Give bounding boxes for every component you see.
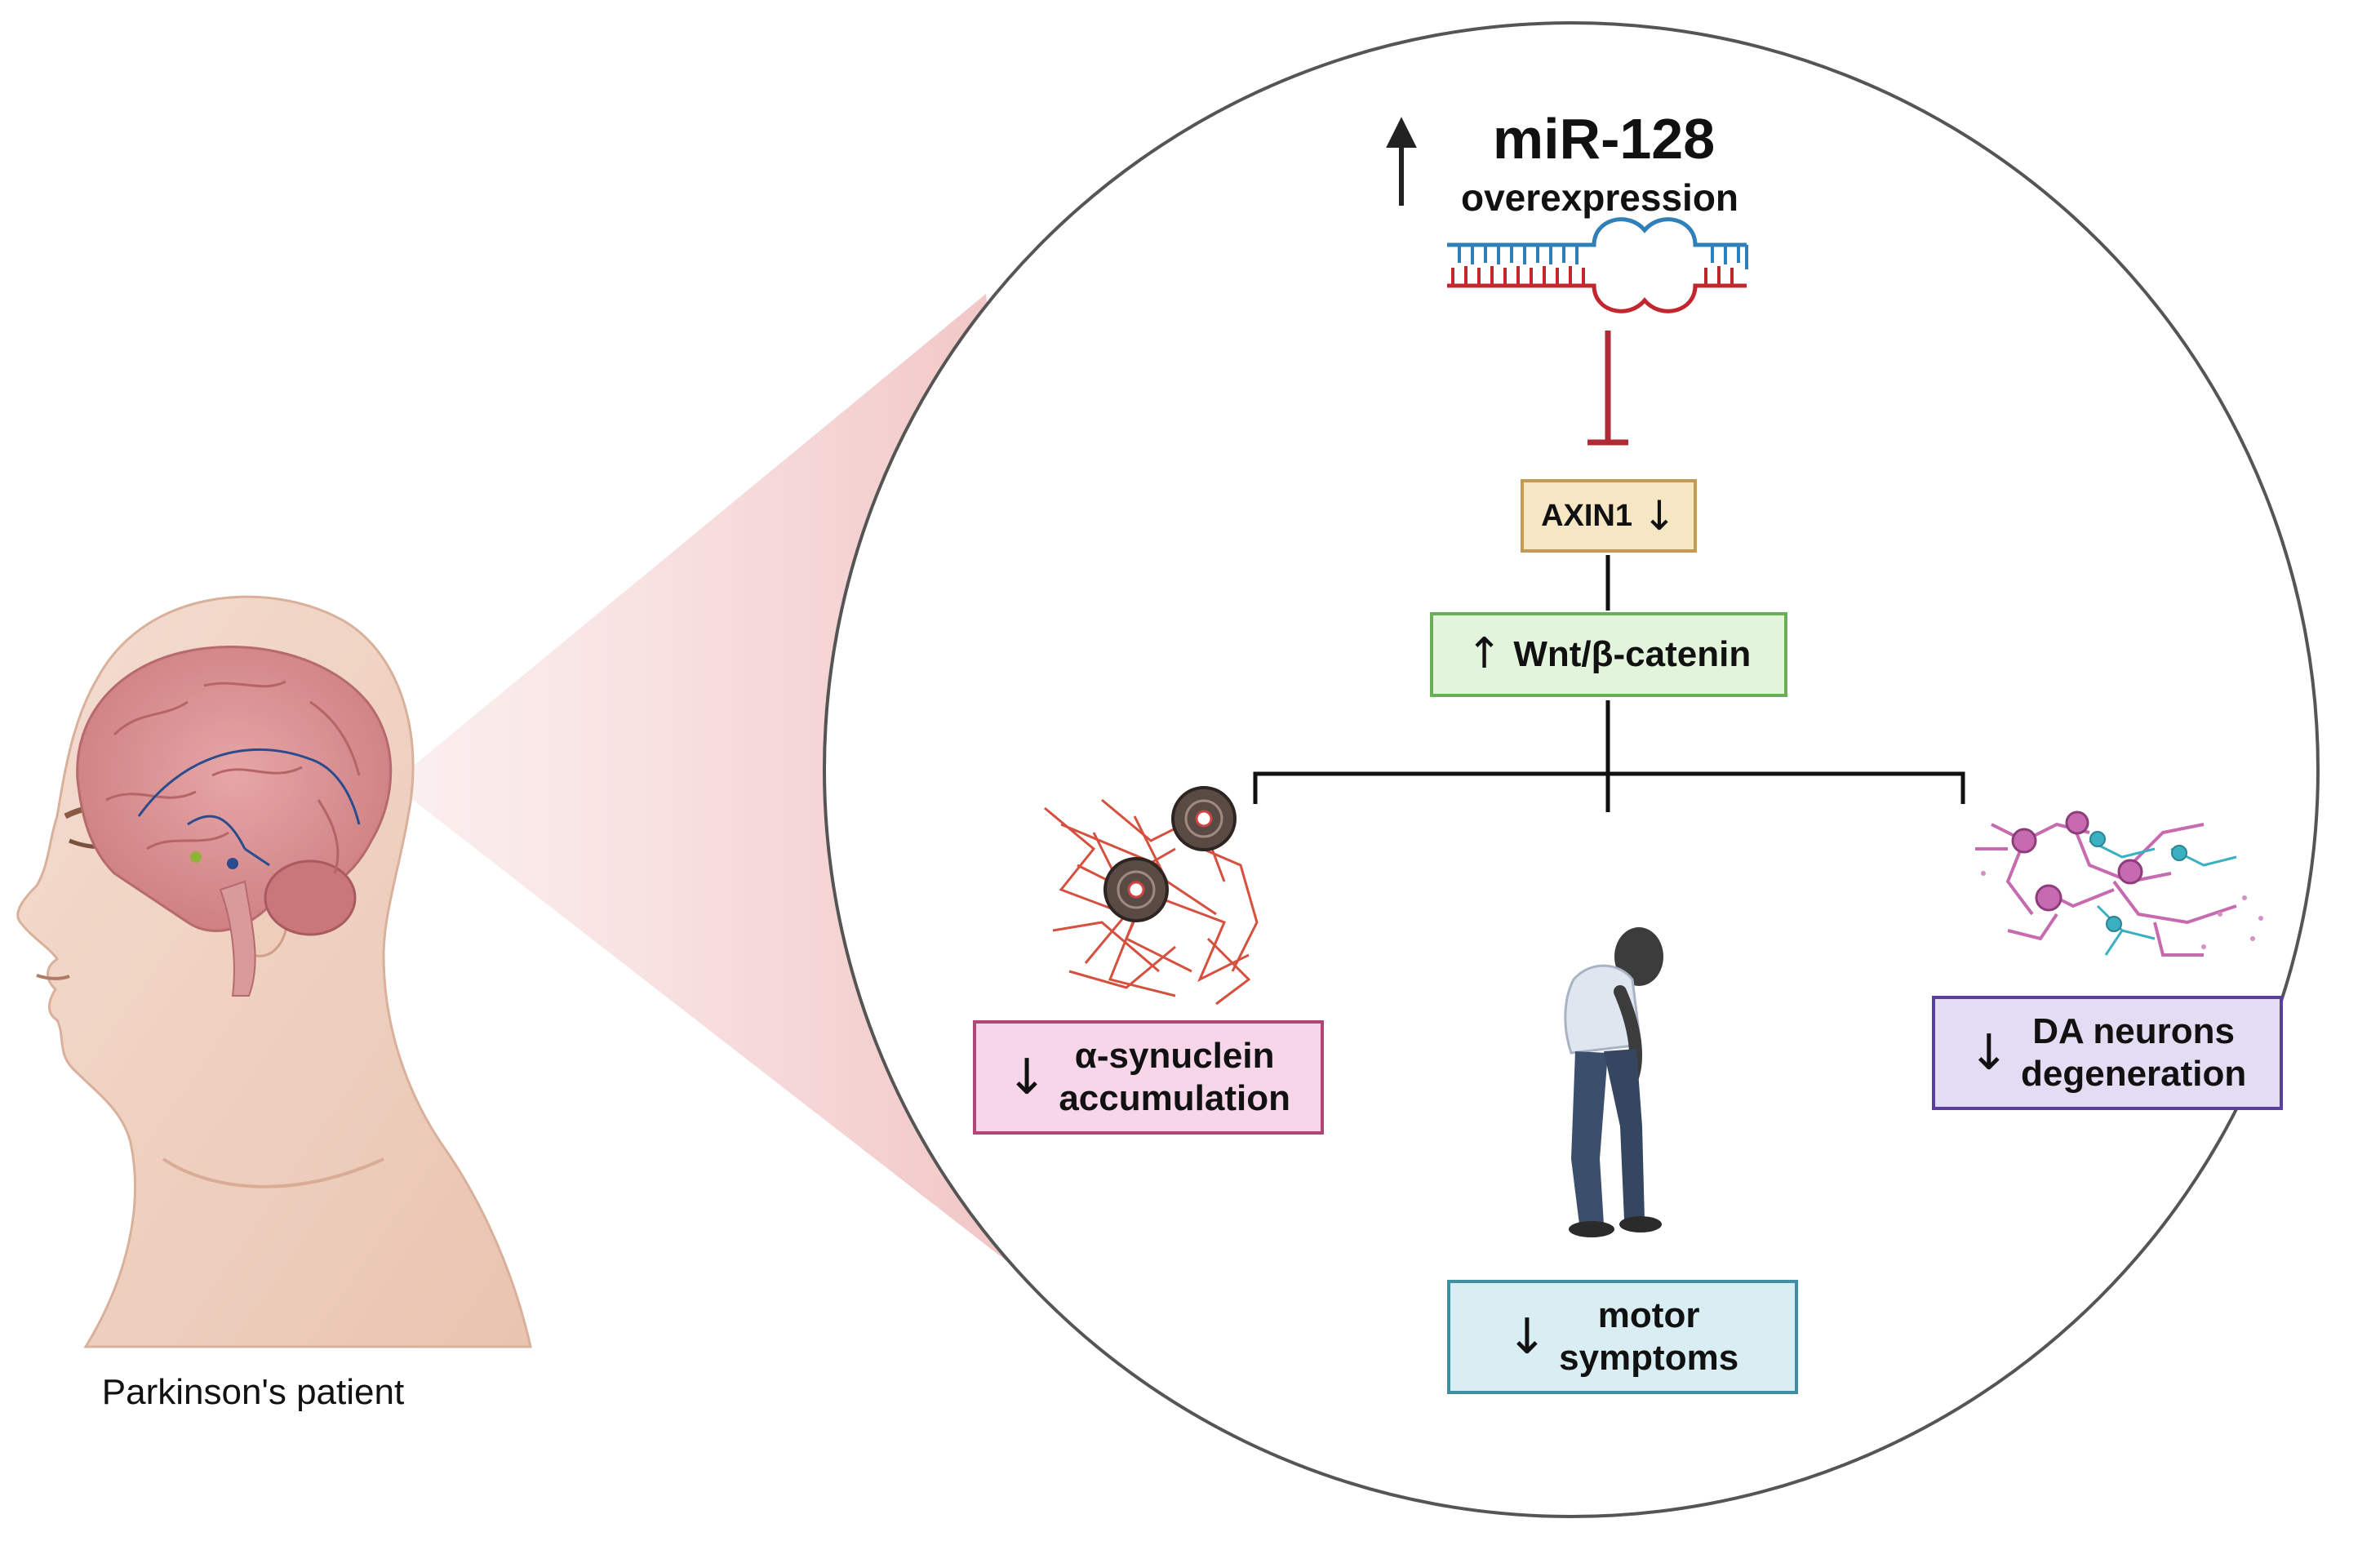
up-arrow-icon: ↑ <box>1466 629 1503 679</box>
motor-label: motor symptoms <box>1559 1295 1738 1379</box>
motor-box: ↓ motor symptoms <box>1447 1280 1798 1394</box>
brain-icon <box>76 646 393 932</box>
synuclein-line1: α-synuclein <box>1074 1036 1275 1077</box>
aggregate-icon-2 <box>1103 857 1169 922</box>
inhibition-arrow <box>1587 331 1628 446</box>
detail-circle <box>823 21 2320 1518</box>
neurons-line1: DA neurons <box>2032 1011 2235 1052</box>
mirna-title: miR-128 <box>1492 107 1716 171</box>
patient-head-illustration <box>16 595 532 1348</box>
down-arrow-icon: ↓ <box>1642 491 1676 540</box>
wnt-label: Wnt/β-catenin <box>1513 634 1752 675</box>
motor-line2: symptoms <box>1559 1338 1739 1378</box>
synuclein-box: ↓ α-synuclein accumulation <box>973 1020 1324 1135</box>
axin1-box: AXIN1 ↓ <box>1521 479 1697 553</box>
neurons-box: ↓ DA neurons degeneration <box>1932 996 2283 1110</box>
neurons-line2: degeneration <box>2021 1054 2247 1094</box>
mirna-subtitle: overexpression <box>1460 176 1739 219</box>
aggregate-icon-1 <box>1171 786 1237 851</box>
connector-lines <box>1253 555 1965 812</box>
wnt-box: ↑ Wnt/β-catenin <box>1430 612 1787 697</box>
patient-caption: Parkinson's patient <box>101 1372 405 1412</box>
down-arrow-icon: ↓ <box>1968 1024 2009 1081</box>
motor-line1: motor <box>1597 1295 1700 1336</box>
da-neurons-icon <box>1975 811 2263 957</box>
synuclein-label: α-synuclein accumulation <box>1059 1035 1290 1120</box>
down-arrow-icon: ↓ <box>1006 1048 1048 1106</box>
hunched-patient-icon <box>1564 927 1663 1237</box>
down-arrow-icon: ↓ <box>1506 1308 1548 1366</box>
neurons-label: DA neurons degeneration <box>2021 1010 2246 1095</box>
axin1-label: AXIN1 <box>1541 498 1632 533</box>
mirna-hairpin-icon <box>1447 217 1748 313</box>
synuclein-line2: accumulation <box>1059 1078 1290 1118</box>
up-arrow-icon <box>1386 117 1417 206</box>
